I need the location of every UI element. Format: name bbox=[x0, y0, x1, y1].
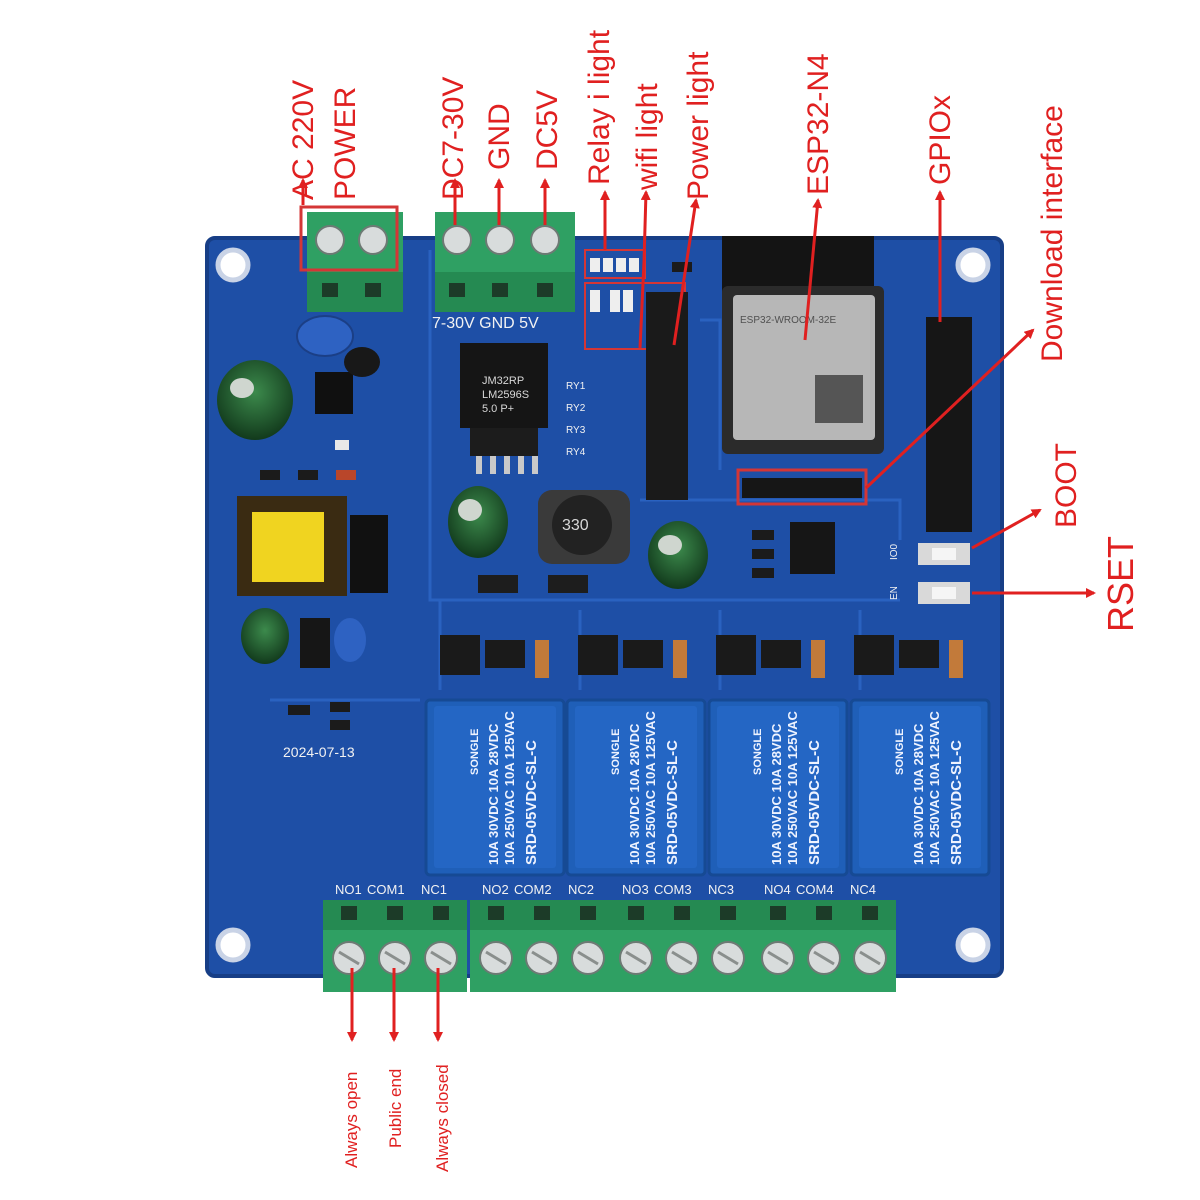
terminal-label-nc-1: NC1 bbox=[421, 882, 447, 897]
terminal-label-com-3: COM3 bbox=[654, 882, 692, 897]
annotations: AC 220V POWER DC7-30V GND DC5V Relay i l… bbox=[287, 29, 1141, 1172]
label-relay-light: Relay i light bbox=[583, 29, 616, 185]
relay-rating-line2: 10A 30VDC 10A 28VDC bbox=[486, 723, 501, 865]
relay-rating-line1: 10A 250VAC 10A 125VAC bbox=[643, 710, 658, 865]
relay-brand-label: SONGLE bbox=[894, 729, 906, 775]
relay-model-label: SRD-05VDC-SL-C bbox=[664, 740, 681, 865]
ry-label-4: RY4 bbox=[566, 447, 586, 458]
esp32-module bbox=[722, 236, 884, 454]
pin-header-left bbox=[646, 292, 688, 500]
label-gpio: GPIOx bbox=[924, 95, 957, 185]
terminal-label-no-4: NO4 bbox=[764, 882, 791, 897]
terminal-label-nc-2: NC2 bbox=[568, 882, 594, 897]
dc-terminal-block bbox=[435, 212, 575, 312]
relay-rating-line1: 10A 250VAC 10A 125VAC bbox=[502, 710, 517, 865]
reg-chip-line2: LM2596S bbox=[482, 389, 529, 401]
reset-button[interactable] bbox=[918, 582, 970, 604]
label-always-closed: Always closed bbox=[433, 1064, 452, 1172]
ry-label-1: RY1 bbox=[566, 381, 586, 392]
relay-model-label: SRD-05VDC-SL-C bbox=[523, 740, 540, 865]
terminal-label-no-2: NO2 bbox=[482, 882, 509, 897]
boot-pin-label: IO0 bbox=[889, 543, 900, 560]
arrow-download bbox=[864, 328, 1035, 490]
relay-rating-line1: 10A 250VAC 10A 125VAC bbox=[927, 710, 942, 865]
label-power: POWER bbox=[329, 87, 362, 200]
relay-brand-label: SONGLE bbox=[752, 729, 764, 775]
board-date: 2024-07-13 bbox=[283, 744, 355, 760]
ac-terminal-block bbox=[307, 212, 403, 312]
inductor-label: 330 bbox=[562, 517, 589, 534]
arrow-power-light bbox=[672, 198, 700, 346]
output-terminal-4: NO4 COM4 NC4 bbox=[752, 882, 896, 992]
terminal-label-com-4: COM4 bbox=[796, 882, 834, 897]
label-power-light: Power light bbox=[682, 51, 715, 200]
arrow-module bbox=[803, 198, 823, 341]
relay-model-label: SRD-05VDC-SL-C bbox=[806, 740, 823, 865]
output-terminal-1: NO1 COM1 NC1 bbox=[323, 882, 467, 992]
label-dc5v: DC5V bbox=[531, 90, 564, 170]
mounting-holes bbox=[215, 247, 991, 963]
silk-input-label: 7-30V GND 5V bbox=[432, 315, 539, 332]
terminal-label-no-3: NO3 bbox=[622, 882, 649, 897]
en-pin-label: EN bbox=[889, 586, 900, 600]
relay-driver-row bbox=[440, 635, 963, 678]
relay-rating-line2: 10A 30VDC 10A 28VDC bbox=[769, 723, 784, 865]
label-wifi-light: wifi light bbox=[631, 83, 664, 191]
label-boot: BOOT bbox=[1050, 443, 1083, 528]
label-reset: RSET bbox=[1100, 536, 1141, 632]
terminal-label-com-2: COM2 bbox=[514, 882, 552, 897]
output-terminal-2: NO2 COM2 NC2 bbox=[470, 882, 614, 992]
voltage-regulator bbox=[460, 343, 548, 474]
output-terminals: NO1 COM1 NC1 NO2 COM2 NC2 NO3 COM3 NC3 NO4 COM4 NC4 bbox=[323, 882, 896, 992]
relay-brand-label: SONGLE bbox=[469, 729, 481, 775]
terminal-label-com-1: COM1 bbox=[367, 882, 405, 897]
relay-rating-line1: 10A 250VAC 10A 125VAC bbox=[785, 710, 800, 865]
boot-button[interactable] bbox=[918, 543, 970, 565]
reg-chip-line3: 5.0 P+ bbox=[482, 403, 514, 415]
label-always-open: Always open bbox=[342, 1072, 361, 1168]
reg-chip-line1: JM32RP bbox=[482, 375, 524, 387]
led-indicators bbox=[584, 249, 692, 350]
relay-rating-line2: 10A 30VDC 10A 28VDC bbox=[911, 723, 926, 865]
relay-rating-line2: 10A 30VDC 10A 28VDC bbox=[627, 723, 642, 865]
arrow-boot bbox=[971, 508, 1042, 550]
terminal-label-no-1: NO1 bbox=[335, 882, 362, 897]
terminal-label-nc-3: NC3 bbox=[708, 882, 734, 897]
ry-label-3: RY3 bbox=[566, 425, 586, 436]
esp32-module-label: ESP32-WROOM-32E bbox=[740, 315, 836, 326]
ac-terminal-highlight bbox=[299, 205, 399, 272]
label-gnd: GND bbox=[483, 103, 516, 170]
label-download: Download interface bbox=[1036, 105, 1069, 362]
relay-brand-label: SONGLE bbox=[610, 729, 622, 775]
relay-model-label: SRD-05VDC-SL-C bbox=[948, 740, 965, 865]
inductor-and-caps bbox=[448, 486, 835, 593]
output-terminal-3: NO3 COM3 NC3 bbox=[610, 882, 754, 992]
label-public-end: Public end bbox=[386, 1069, 405, 1148]
arrow-wifi-light bbox=[638, 190, 651, 349]
terminal-label-nc-4: NC4 bbox=[850, 882, 876, 897]
ac-power-section bbox=[217, 315, 388, 730]
label-module: ESP32-N4 bbox=[802, 53, 835, 195]
ry-label-2: RY2 bbox=[566, 403, 586, 414]
